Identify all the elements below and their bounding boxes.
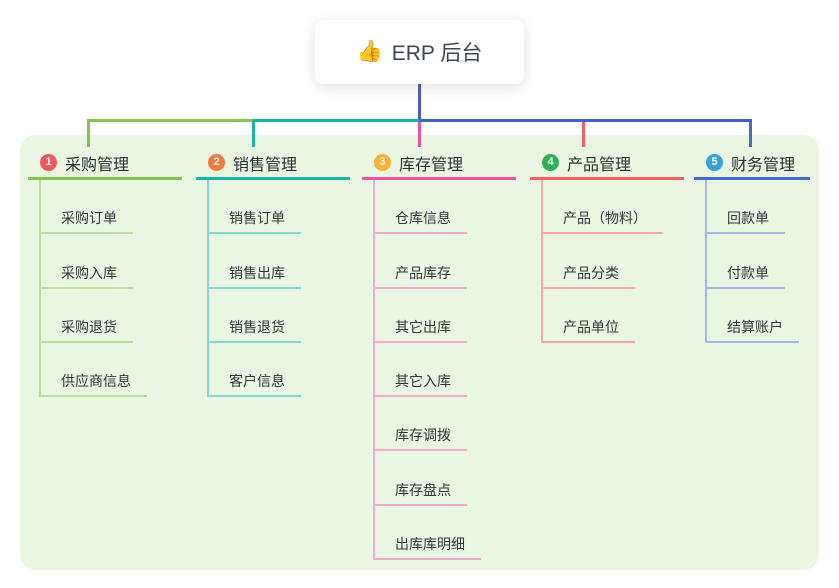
child-node[interactable]: 库存调拨 [373, 425, 467, 451]
child-node[interactable]: 产品（物料） [541, 208, 663, 234]
child-node[interactable]: 销售退货 [207, 317, 301, 343]
branch-underline [28, 177, 182, 180]
branch-inventory: 3 库存管理 仓库信息产品库存其它出库其它入库库存调拨库存盘点出库库明细 [362, 148, 516, 560]
branch-number-badge: 1 [40, 154, 57, 171]
child-node[interactable]: 其它出库 [373, 317, 467, 343]
root-connector-line [418, 84, 421, 120]
branch-number-badge: 4 [542, 154, 559, 171]
branch-product: 4 产品管理 产品（物料） 产品分类产品单位 [530, 148, 684, 343]
child-node[interactable]: 采购退货 [39, 317, 133, 343]
branch-number-badge: 2 [208, 154, 225, 171]
branch-label: 产品管理 [567, 156, 632, 174]
branch-label: 采购管理 [65, 156, 130, 174]
child-node[interactable]: 客户信息 [207, 371, 301, 397]
child-node[interactable]: 销售出库 [207, 263, 301, 289]
child-node[interactable]: 供应商信息 [39, 371, 147, 397]
branch-sales: 2 销售管理 销售订单销售出库销售退货客户信息 [196, 148, 350, 397]
branch-label: 库存管理 [399, 156, 464, 174]
child-node[interactable]: 付款单 [705, 263, 785, 289]
branch-number-badge: 3 [374, 154, 391, 171]
child-node[interactable]: 采购订单 [39, 208, 133, 234]
branch-drop-line-4 [582, 122, 585, 147]
branch-underline [196, 177, 350, 180]
branch-drop-line-2 [252, 119, 255, 147]
branch-underline [530, 177, 684, 180]
child-node[interactable]: 其它入库 [373, 371, 467, 397]
bus-segment-left [87, 119, 253, 122]
children-trunk-line [541, 180, 543, 343]
thumbs-up-icon: 👍 [356, 40, 383, 63]
branch-drop-line-3 [418, 122, 421, 147]
child-node[interactable]: 结算账户 [705, 317, 799, 343]
branch-purchase: 1 采购管理 采购订单采购入库采购退货供应商信息 [28, 148, 182, 397]
branch-underline [362, 177, 516, 180]
child-node[interactable]: 产品分类 [541, 263, 635, 289]
child-node[interactable]: 仓库信息 [373, 208, 467, 234]
branch-drop-line-1 [87, 119, 90, 147]
child-node[interactable]: 库存盘点 [373, 480, 467, 506]
branch-drop-line-5 [749, 119, 752, 147]
branch-title-sales[interactable]: 2 销售管理 [196, 148, 350, 177]
branch-finance: 5 财务管理 回款单付款单结算账户 [694, 148, 810, 343]
branch-underline [694, 177, 810, 180]
children-trunk-line [373, 180, 375, 560]
children-trunk-line [705, 180, 707, 343]
child-node[interactable]: 销售订单 [207, 208, 301, 234]
root-node-label: ERP 后台 [391, 42, 483, 65]
child-node[interactable]: 出库库明细 [373, 534, 481, 560]
child-node[interactable]: 产品单位 [541, 317, 635, 343]
branch-number-badge: 5 [706, 154, 723, 171]
branches-background-panel [20, 135, 819, 570]
branch-title-finance[interactable]: 5 财务管理 [694, 148, 810, 177]
root-node-erp[interactable]: 👍 ERP 后台 [315, 20, 524, 84]
child-node[interactable]: 产品库存 [373, 263, 467, 289]
child-node[interactable]: 采购入库 [39, 263, 133, 289]
branch-title-purchase[interactable]: 1 采购管理 [28, 148, 182, 177]
branch-label: 财务管理 [731, 156, 796, 174]
branch-label: 销售管理 [233, 156, 298, 174]
child-node[interactable]: 回款单 [705, 208, 785, 234]
bus-segment-right [419, 119, 752, 122]
bus-segment-mid [253, 119, 419, 122]
branch-title-product[interactable]: 4 产品管理 [530, 148, 684, 177]
branch-title-inventory[interactable]: 3 库存管理 [362, 148, 516, 177]
